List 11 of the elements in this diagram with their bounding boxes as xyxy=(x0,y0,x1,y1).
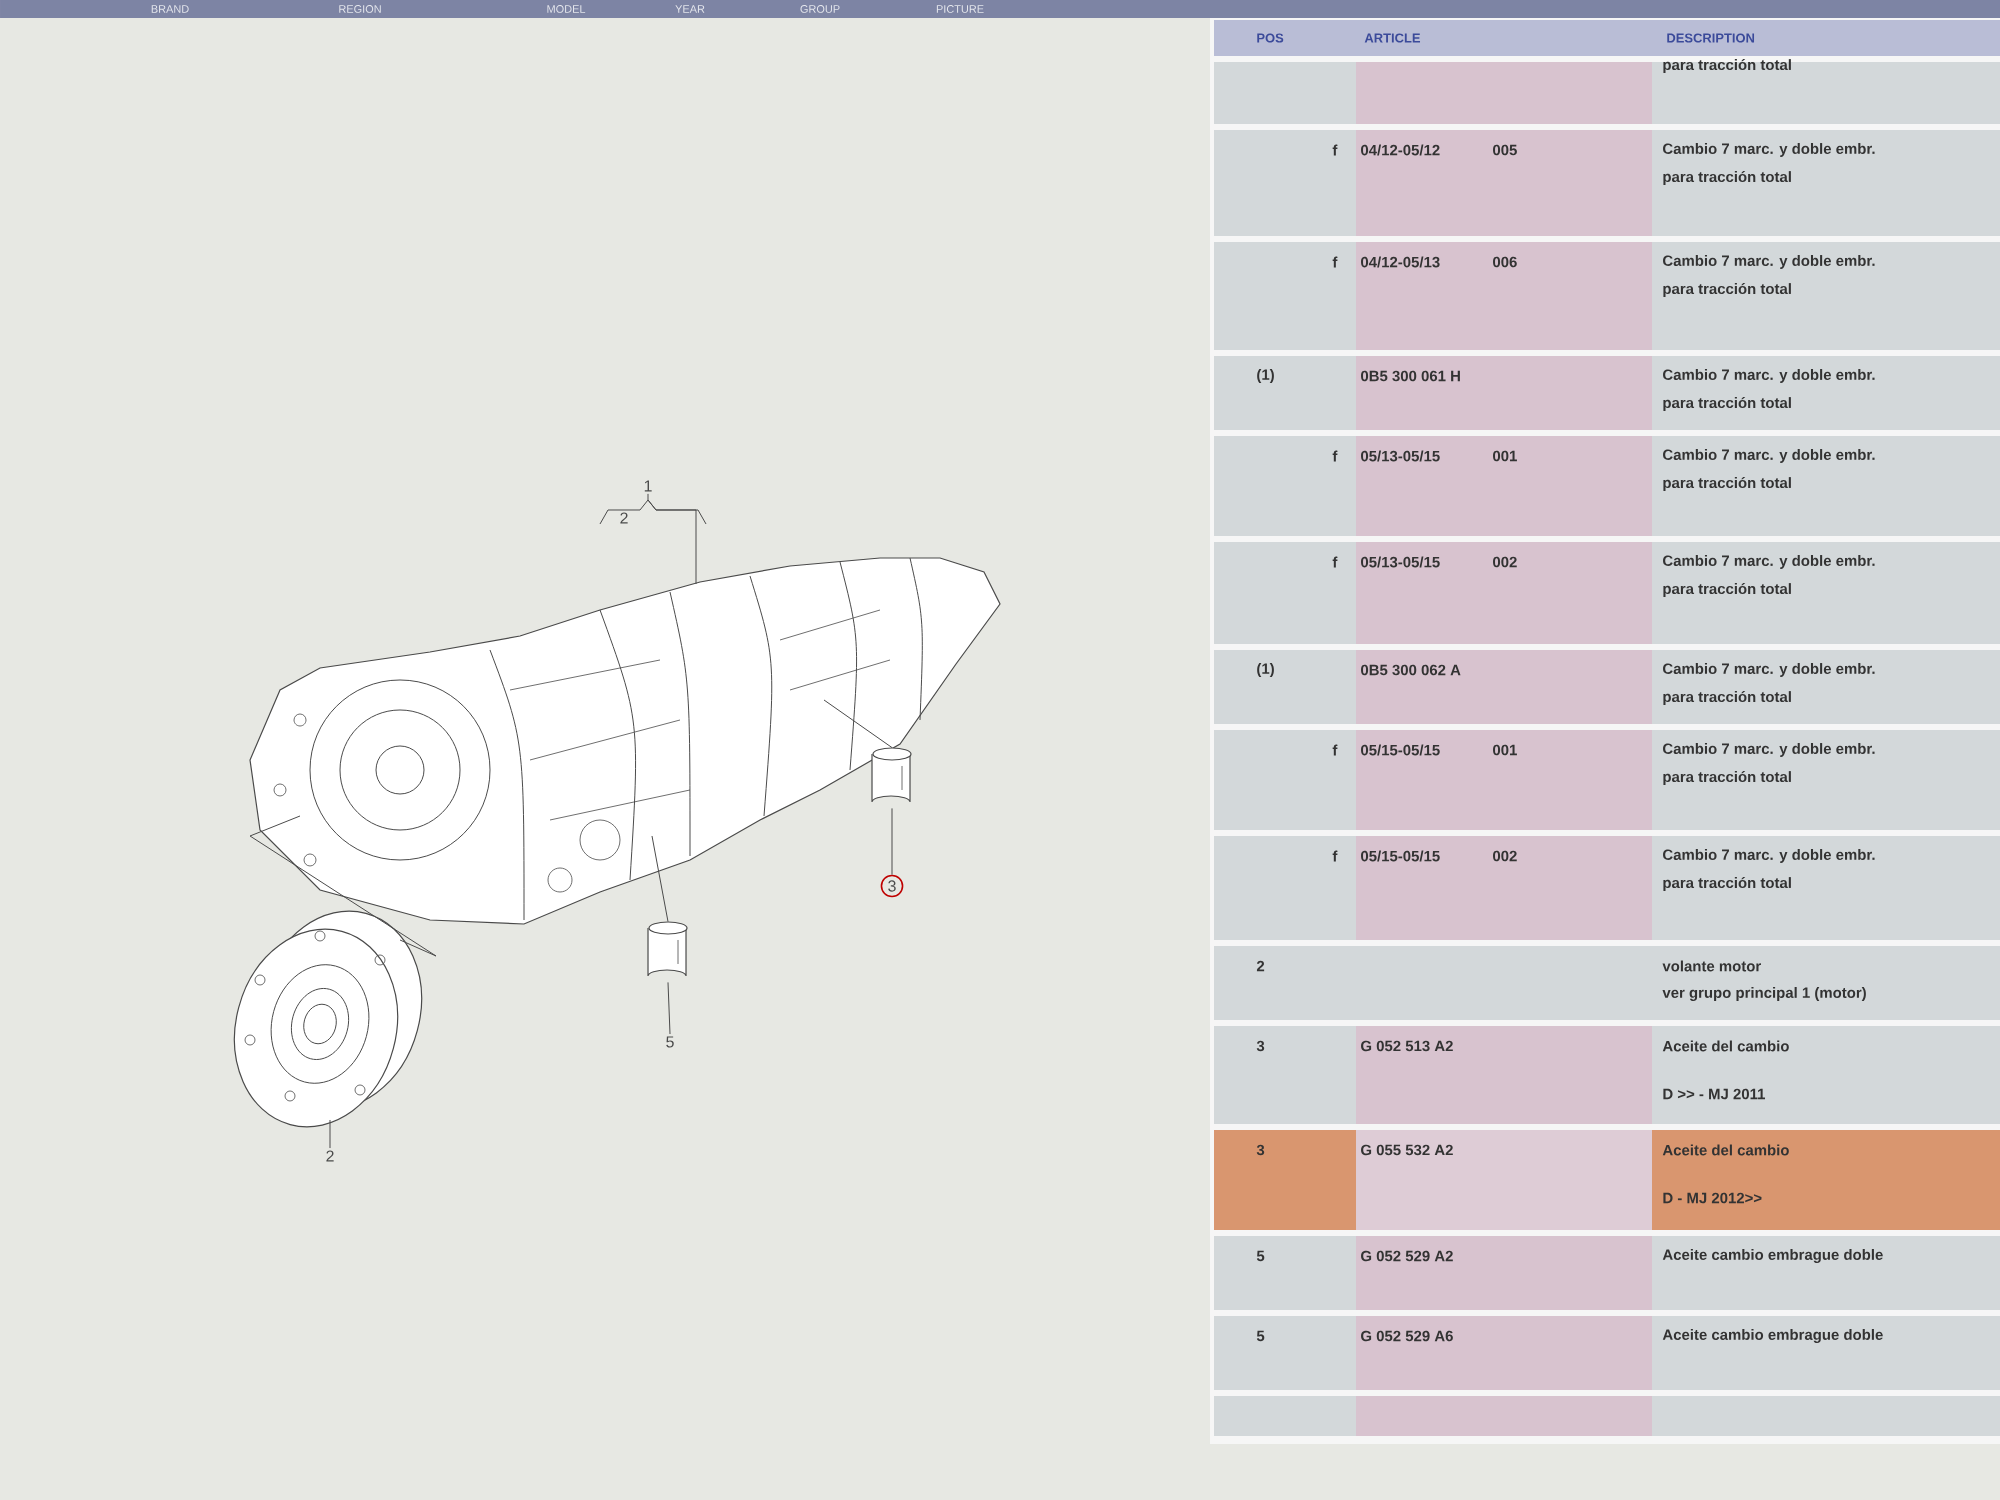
transmission-drawing xyxy=(249,557,1001,925)
oil-can-drawing xyxy=(871,747,912,803)
leader-line xyxy=(651,835,669,923)
flywheel-drawing xyxy=(234,910,422,1128)
leader-line xyxy=(249,815,437,957)
oil-can-drawing xyxy=(647,921,688,977)
leader-line xyxy=(823,699,893,749)
leader-line xyxy=(647,493,697,585)
leader-line xyxy=(329,1119,331,1149)
leader-line xyxy=(891,807,893,876)
leader-line xyxy=(667,981,671,1035)
